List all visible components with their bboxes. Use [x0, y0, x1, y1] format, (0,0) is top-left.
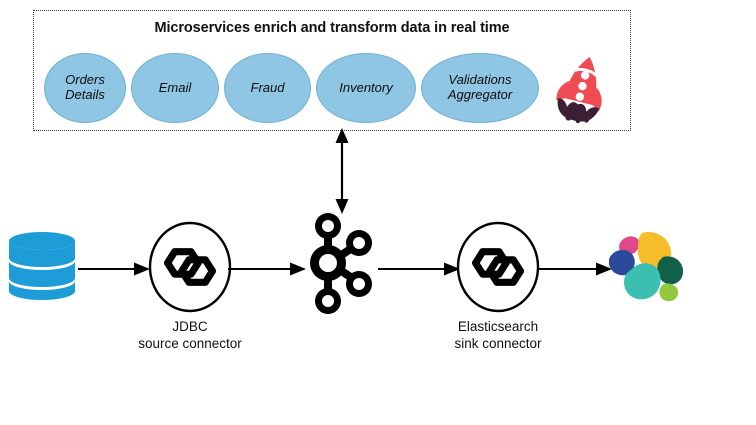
elasticsearch-icon: [606, 227, 686, 305]
kafka-connect-icon: [147, 217, 233, 317]
caption-line: Elasticsearch: [457, 319, 539, 334]
elasticsearch-sink-connector-caption: Elasticsearch sink connector: [454, 319, 541, 353]
database-icon: [6, 231, 78, 301]
kafka-microservices-link-arrow: [318, 128, 366, 214]
service-label-line: Fraud: [250, 79, 285, 95]
service-node-validations-aggregator[interactable]: Validations Aggregator: [421, 53, 539, 123]
service-label-line: Aggregator: [447, 87, 513, 102]
arrow-kafka-to-es-connector: [378, 259, 460, 279]
service-label-line: Email: [158, 79, 192, 95]
service-node-fraud[interactable]: Fraud: [224, 53, 311, 123]
microservices-list: Orders Details Email Fraud Inventory: [44, 52, 622, 124]
service-label-line: Orders: [65, 72, 105, 88]
microservices-panel: Microservices enrich and transform data …: [33, 10, 631, 131]
rocket-icon: [550, 52, 614, 124]
service-node-inventory[interactable]: Inventory: [316, 53, 416, 123]
arrow-jdbc-to-kafka: [228, 259, 306, 279]
service-label-line: Validations: [448, 72, 512, 88]
service-label-line: Details: [65, 87, 105, 102]
arrow-connector-to-elasticsearch: [538, 259, 612, 279]
elasticsearch-sink-connector-node[interactable]: Elasticsearch sink connector: [454, 217, 542, 351]
service-node-email[interactable]: Email: [131, 53, 219, 123]
jdbc-source-connector-node[interactable]: JDBC source connector: [138, 217, 242, 351]
kafka-connect-icon: [455, 217, 541, 317]
arrow-db-to-jdbc: [78, 259, 150, 279]
jdbc-source-connector-caption: JDBC source connector: [138, 319, 242, 353]
caption-line: JDBC: [172, 319, 208, 334]
microservices-panel-title: Microservices enrich and transform data …: [154, 20, 510, 36]
kafka-icon: [297, 208, 383, 318]
service-label-line: Inventory: [339, 79, 393, 95]
caption-line: sink connector: [454, 335, 542, 351]
service-node-orders-details[interactable]: Orders Details: [44, 53, 126, 123]
data-pipeline-row: JDBC source connector: [0, 205, 756, 355]
caption-line: source connector: [138, 335, 242, 351]
